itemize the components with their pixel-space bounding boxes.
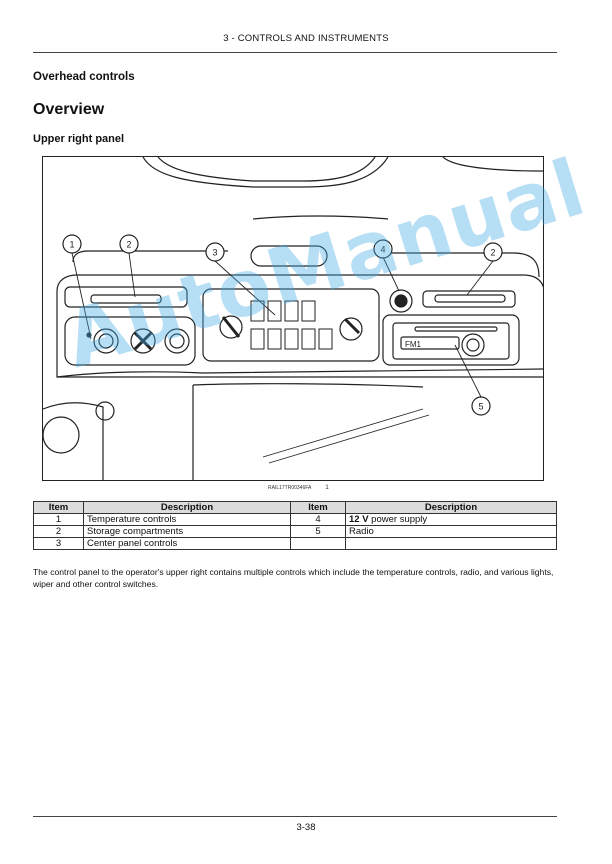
svg-text:3: 3 — [212, 248, 217, 258]
dash-edge — [192, 383, 424, 480]
legend-description — [345, 537, 557, 550]
table-row: 2 Storage compartments 5 Radio — [33, 525, 557, 538]
light-dial — [339, 317, 363, 341]
sub-heading: Upper right panel — [33, 133, 125, 145]
legend-item — [290, 537, 346, 550]
legend-item: 5 — [290, 525, 346, 538]
dashboard-left — [43, 402, 104, 480]
roof-line-right — [442, 157, 543, 172]
svg-text:2: 2 — [490, 248, 495, 258]
radio-cd-slot — [414, 326, 498, 332]
gauge-left — [43, 416, 80, 454]
roof-line-inner — [157, 157, 376, 182]
page-header-title: 3 - CONTROLS AND INSTRUMENTS — [223, 33, 389, 44]
page-number: 3-38 — [296, 822, 316, 833]
legend-description-bold: 12 V — [349, 514, 369, 525]
legend-header-row: Item Description Item Description — [33, 501, 557, 514]
legend-description: Radio — [345, 525, 557, 538]
legend-item: 4 — [290, 513, 346, 526]
storage-slot-right — [422, 290, 516, 308]
callout-2-right: 2 — [483, 242, 503, 262]
legend-item: 2 — [33, 525, 84, 538]
overhead-grip — [250, 245, 328, 267]
temp-knob-left — [93, 328, 119, 354]
legend-table: Item Description Item Description 1 Temp… — [33, 501, 557, 550]
legend-item: 1 — [33, 513, 84, 526]
figure-reference: RAIL17TR00346FA 1 — [268, 485, 329, 491]
callout-3: 3 — [205, 242, 225, 262]
table-row: 1 Temperature controls 4 12 V power supp… — [33, 513, 557, 526]
left-pod-top — [64, 286, 188, 308]
wiper-dial — [219, 315, 243, 339]
temp-knob-right — [164, 328, 190, 354]
legend-description: Center panel controls — [83, 537, 291, 550]
callout-1: 1 — [62, 234, 82, 254]
temp-knob-center — [130, 328, 156, 354]
panel-illustration: FM1 1 2 3 4 2 5 — [43, 157, 543, 480]
right-trim — [388, 252, 540, 278]
left-pod — [64, 316, 196, 366]
leader-lines — [71, 252, 494, 398]
legend-header-desc-a: Description — [83, 501, 291, 514]
svg-text:5: 5 — [478, 402, 483, 412]
radio-volume-knob — [461, 333, 485, 357]
storage-slot-left — [90, 294, 162, 304]
legend-description: Temperature controls — [83, 513, 291, 526]
center-panel — [202, 288, 380, 362]
legend-header-item-a: Item — [33, 501, 84, 514]
radio-display — [400, 336, 460, 350]
upper-trim — [72, 215, 389, 263]
legend-description-rest: Radio — [349, 526, 374, 537]
legend-description: Storage compartments — [83, 525, 291, 538]
console-lower-edge — [56, 368, 543, 378]
footer-rule — [33, 816, 557, 817]
legend-description: 12 V power supply — [345, 513, 557, 526]
page-heading: Overview — [33, 101, 105, 118]
power-socket — [389, 289, 413, 313]
console-outline — [56, 274, 543, 378]
figure-reference-number: 1 — [325, 485, 329, 491]
roof-line-outer — [142, 157, 389, 188]
switch-bank — [250, 300, 333, 350]
svg-text:4: 4 — [380, 245, 385, 255]
svg-text:1: 1 — [69, 240, 74, 250]
legend-header-item-b: Item — [290, 501, 346, 514]
legend-description-rest: power supply — [368, 514, 428, 525]
callout-4: 4 — [373, 239, 393, 259]
section-title: Overhead controls — [33, 71, 135, 83]
radio-display-text: FM1 — [405, 340, 422, 349]
legend-header-desc-b: Description — [345, 501, 557, 514]
figure-reference-code: RAIL17TR00346FA — [268, 485, 312, 491]
cable-line — [262, 408, 430, 464]
svg-text:2: 2 — [126, 240, 131, 250]
callout-2-left: 2 — [119, 234, 139, 254]
radio-unit — [382, 314, 520, 366]
callout-5: 5 — [471, 396, 491, 416]
legend-item: 3 — [33, 537, 84, 550]
figure-upper-right-panel: FM1 1 2 3 4 2 5 — [42, 156, 544, 481]
header-rule — [33, 52, 557, 53]
body-paragraph: The control panel to the operator's uppe… — [33, 567, 554, 589]
table-row: 3 Center panel controls — [33, 537, 557, 550]
